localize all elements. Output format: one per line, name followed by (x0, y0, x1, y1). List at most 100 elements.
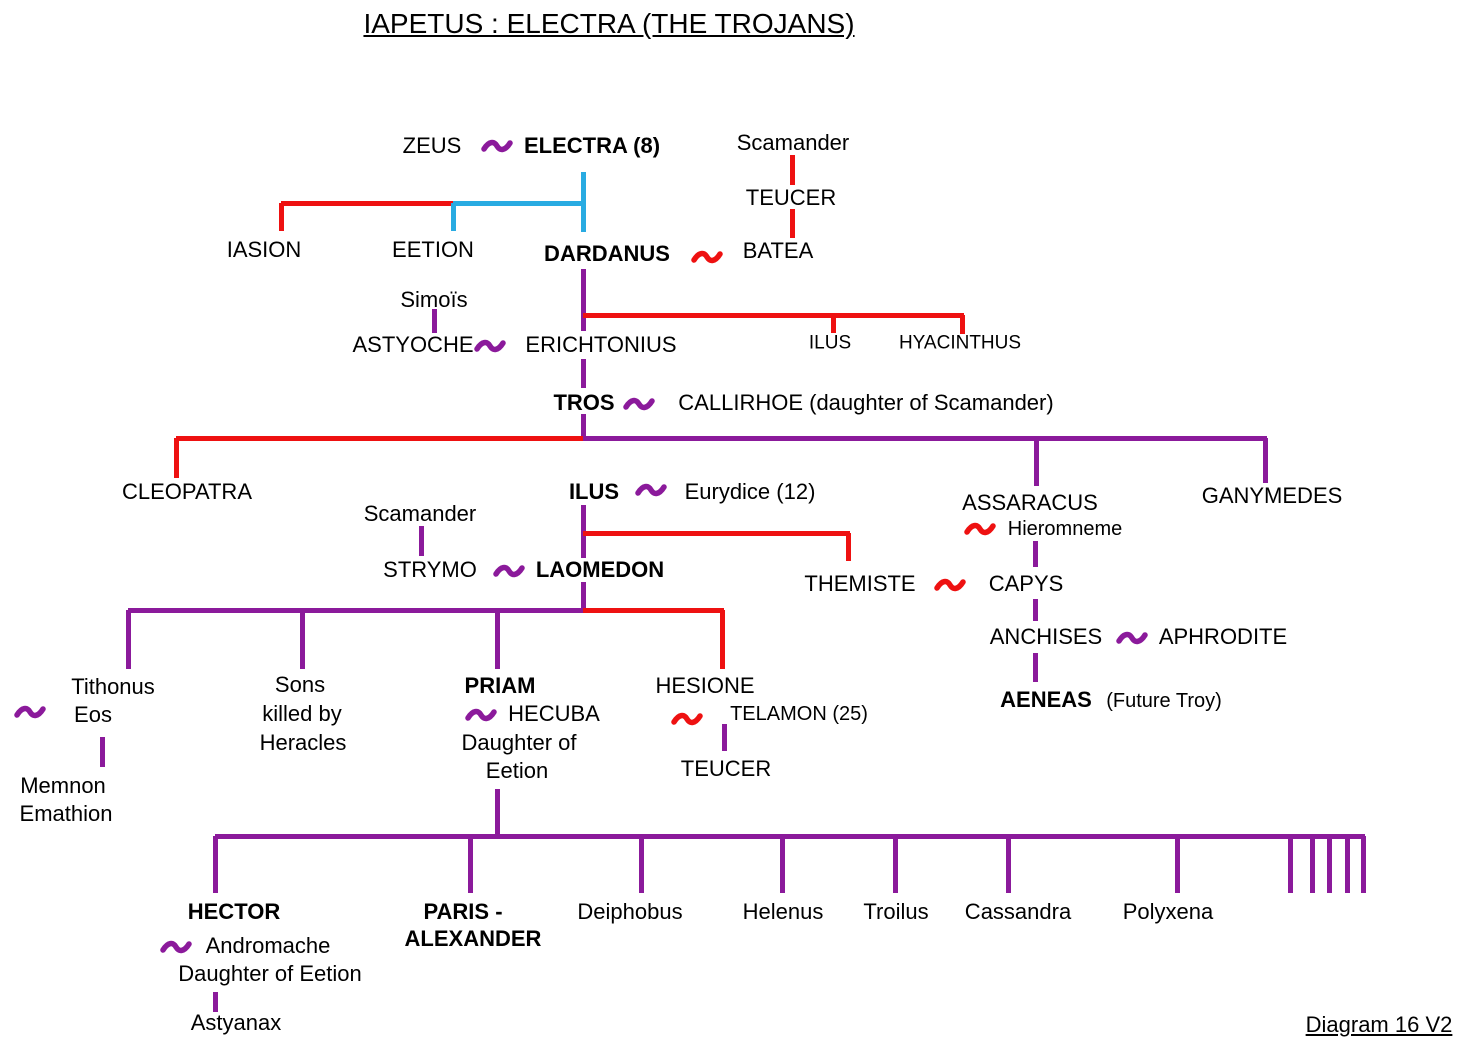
descent-line-vertical (450, 203, 456, 231)
descent-line-vertical (431, 309, 437, 333)
descent-line-vertical (1309, 836, 1315, 893)
descent-line-vertical (1032, 653, 1038, 682)
descent-line-vertical (959, 315, 965, 334)
person-andromache: Andromache (205, 932, 331, 958)
descent-line-vertical (1033, 438, 1039, 486)
person-hesione: HESIONE (655, 672, 755, 698)
person-batea: BATEA (742, 237, 814, 263)
marriage-tilde-icon-assaracus-hieromneme (964, 521, 996, 537)
descent-line-vertical (845, 533, 851, 561)
descent-line-horizontal (583, 312, 964, 318)
descent-line-horizontal (128, 607, 583, 613)
person-sons-killed-line3: Heracles (259, 729, 347, 755)
person-zeus: ZEUS (402, 132, 462, 158)
descent-line-vertical (212, 836, 218, 893)
person-astyoche: ASTYOCHE (352, 331, 474, 357)
person-erichtonius: ERICHTONIUS (525, 331, 677, 357)
person-anchises: ANCHISES (989, 623, 1103, 649)
descent-line-vertical (779, 836, 785, 893)
person-telamon: TELAMON (25) (730, 703, 868, 725)
person-hieromneme: Hieromneme (1007, 518, 1123, 540)
marriage-tilde-icon-themiste-capys (934, 577, 966, 593)
person-electra: ELECTRA (8) (523, 132, 661, 158)
descent-line-vertical (789, 155, 795, 185)
person-eos: Eos (74, 701, 112, 727)
descent-line-vertical (299, 610, 305, 669)
person-cleopatra: CLEOPATRA (122, 478, 252, 504)
descent-line-vertical (580, 172, 586, 232)
descent-line-vertical (278, 203, 284, 231)
descent-line-vertical (494, 789, 500, 838)
descent-line-vertical (99, 737, 105, 767)
marriage-tilde-icon-tithonus-eos (14, 704, 46, 720)
person-scamander-1: Scamander (736, 129, 850, 155)
marriage-tilde-icon-hector-andromache (160, 939, 192, 955)
person-aeneas-note: (Future Troy) (1106, 690, 1222, 712)
descent-line-vertical (638, 836, 644, 893)
descent-line-vertical (580, 359, 586, 388)
descent-line-vertical (719, 610, 725, 669)
marriage-tilde-icon-ilus-eurydice (635, 482, 667, 498)
descent-line-vertical (789, 209, 795, 238)
marriage-tilde-icon-zeus-electra (481, 138, 513, 154)
descent-line-vertical (1032, 599, 1038, 621)
person-scamander-2: Scamander (363, 500, 477, 526)
descent-line-vertical (1344, 836, 1350, 893)
person-memnon: Memnon (20, 772, 106, 798)
marriage-tilde-icon-hesione-telamon (671, 711, 703, 727)
person-laomedon: LAOMEDON (535, 556, 665, 582)
person-tros: TROS (553, 389, 615, 415)
descent-line-horizontal (583, 530, 850, 536)
person-priam: PRIAM (464, 672, 536, 698)
descent-line-vertical (580, 414, 586, 440)
person-strymo: STRYMO (383, 556, 477, 582)
person-andromache-line2: Daughter of Eetion (178, 960, 362, 986)
person-hecuba: HECUBA (508, 700, 600, 726)
person-hyacinthus: HYACINTHUS (898, 332, 1022, 354)
descent-line-vertical (830, 315, 836, 333)
person-capys: CAPYS (988, 570, 1064, 596)
person-paris-line2: ALEXANDER (404, 925, 542, 951)
descent-line-vertical (125, 610, 131, 669)
person-astyanax: Astyanax (190, 1009, 282, 1035)
descent-line-vertical (1326, 836, 1332, 893)
descent-line-vertical (580, 582, 586, 612)
person-paris-line1: PARIS - (423, 898, 503, 924)
person-hecuba-line3: Eetion (485, 757, 549, 783)
descent-line-horizontal (583, 435, 1267, 441)
person-eetion-1: EETION (392, 236, 474, 262)
person-emathion: Emathion (19, 800, 113, 826)
descent-line-vertical (1174, 836, 1180, 893)
person-ganymedes: GANYMEDES (1201, 482, 1343, 508)
descent-line-vertical (721, 724, 727, 751)
person-hecuba-line2: Daughter of (461, 729, 577, 755)
person-tithonus: Tithonus (71, 673, 155, 699)
descent-line-horizontal (176, 435, 583, 441)
descent-line-vertical (1262, 438, 1268, 483)
descent-line-horizontal (281, 200, 455, 206)
person-sons-killed-line1: Sons (274, 671, 326, 697)
person-troilus: Troilus (863, 898, 929, 924)
person-dardanus: DARDANUS (544, 240, 670, 266)
marriage-tilde-icon-tros-callirhoe (623, 396, 655, 412)
person-ilus-2: ILUS (568, 478, 620, 504)
descent-line-horizontal (453, 200, 585, 206)
descent-line-vertical (892, 836, 898, 893)
person-aeneas: AENEAS (1000, 686, 1092, 712)
person-simois: Simoïs (400, 286, 468, 312)
descent-line-vertical (1005, 836, 1011, 893)
person-deiphobus: Deiphobus (577, 898, 683, 924)
descent-line-vertical (173, 438, 179, 478)
person-sons-killed-line2: killed by (262, 700, 342, 726)
descent-line-horizontal (583, 607, 724, 613)
descent-line-horizontal (215, 833, 1365, 839)
person-eurydice: Eurydice (12) (684, 478, 816, 504)
descent-line-vertical (1287, 836, 1293, 893)
person-helenus: Helenus (742, 898, 824, 924)
person-polyxena: Polyxena (1122, 898, 1214, 924)
descent-line-vertical (580, 269, 586, 331)
descent-line-vertical (467, 836, 473, 893)
person-callirhoe: CALLIRHOE (daughter of Scamander) (678, 389, 1054, 415)
page-title: IAPETUS : ELECTRA (THE TROJANS) (363, 8, 855, 39)
